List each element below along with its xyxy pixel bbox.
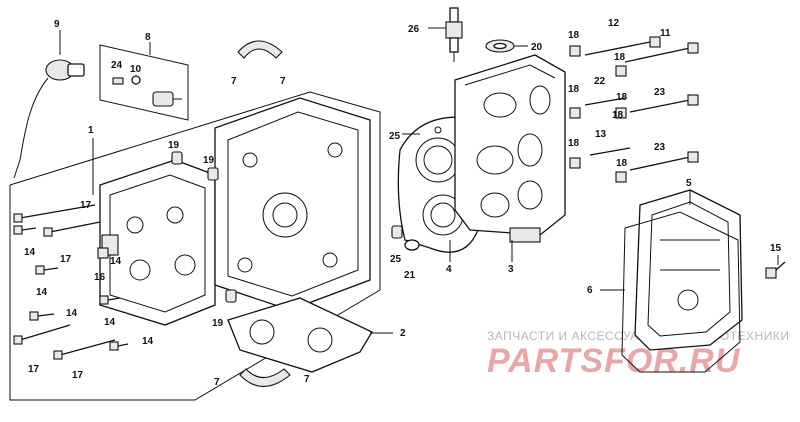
- spark-plug-part: [428, 7, 463, 62]
- bolts-left: [13, 204, 129, 360]
- callout-9: 9: [54, 19, 60, 30]
- callout-2: 2: [400, 328, 406, 339]
- head-gasket-lower: [227, 297, 373, 373]
- cover-bolt: [765, 261, 786, 279]
- seal-ring-part: [485, 39, 528, 53]
- callout-14: 14: [142, 336, 154, 347]
- callout-14: 14: [110, 256, 122, 267]
- callout-14: 14: [24, 247, 36, 258]
- sensor-part: [13, 30, 85, 179]
- cylinder-head-right: [214, 97, 371, 311]
- callout-18: 18: [614, 52, 626, 63]
- callout-24: 24: [111, 60, 123, 71]
- callout-4: 4: [446, 264, 452, 275]
- callout-17: 17: [28, 364, 40, 375]
- bolt-set-box: [99, 42, 189, 121]
- callout-10: 10: [130, 64, 142, 75]
- cylinder-head-left: [99, 159, 216, 326]
- collar-top: [237, 40, 283, 59]
- callout-25: 25: [390, 254, 402, 265]
- callout-19: 19: [203, 155, 215, 166]
- callout-6: 6: [587, 285, 593, 296]
- collar-bottom: [239, 368, 291, 388]
- callout-22: 22: [594, 76, 606, 87]
- callout-23: 23: [654, 87, 666, 98]
- callout-numbers: 1 2 3 4 5 6 7 7 7 7 8 9 10 11 12 13 14 1…: [24, 18, 782, 388]
- callout-5: 5: [686, 178, 692, 189]
- callout-17: 17: [80, 200, 92, 211]
- dowel-small: [391, 225, 403, 239]
- callout-16: 16: [94, 272, 106, 283]
- callout-20: 20: [531, 42, 543, 53]
- callout-19: 19: [168, 140, 180, 151]
- callout-26: 26: [408, 24, 420, 35]
- callout-11: 11: [660, 28, 671, 39]
- callout-18: 18: [616, 92, 628, 103]
- callout-18: 18: [612, 110, 624, 121]
- callout-18: 18: [568, 30, 580, 41]
- callout-7: 7: [304, 374, 310, 385]
- cylinder-head-cover: [634, 189, 743, 351]
- callout-25: 25: [389, 131, 401, 142]
- callout-14: 14: [36, 287, 48, 298]
- callout-13: 13: [595, 129, 607, 140]
- assembly-box: [9, 91, 381, 401]
- cylinder-block: [454, 54, 566, 243]
- callout-19: 19: [212, 318, 224, 329]
- callout-1: 1: [88, 125, 94, 136]
- callout-3: 3: [508, 264, 514, 275]
- callout-8: 8: [145, 32, 151, 43]
- callout-23: 23: [654, 142, 666, 153]
- callout-14: 14: [104, 317, 116, 328]
- bolts-right: [569, 36, 699, 183]
- cover-gasket: [621, 211, 741, 373]
- callout-14: 14: [66, 308, 78, 319]
- watermark-brand: PARTSFOR.RU: [487, 342, 741, 380]
- leader-lines: [92, 133, 779, 334]
- o-ring-part: [404, 239, 420, 251]
- callout-17: 17: [60, 254, 72, 265]
- callout-12: 12: [608, 18, 620, 29]
- callout-7: 7: [214, 377, 220, 388]
- callout-21: 21: [404, 270, 416, 281]
- callout-15: 15: [770, 243, 782, 254]
- callout-7: 7: [280, 76, 286, 87]
- callout-7: 7: [231, 76, 237, 87]
- callout-18: 18: [568, 84, 580, 95]
- callout-17: 17: [72, 370, 84, 381]
- dowel-pins: [171, 151, 237, 303]
- callout-18: 18: [568, 138, 580, 149]
- callout-18: 18: [616, 158, 628, 169]
